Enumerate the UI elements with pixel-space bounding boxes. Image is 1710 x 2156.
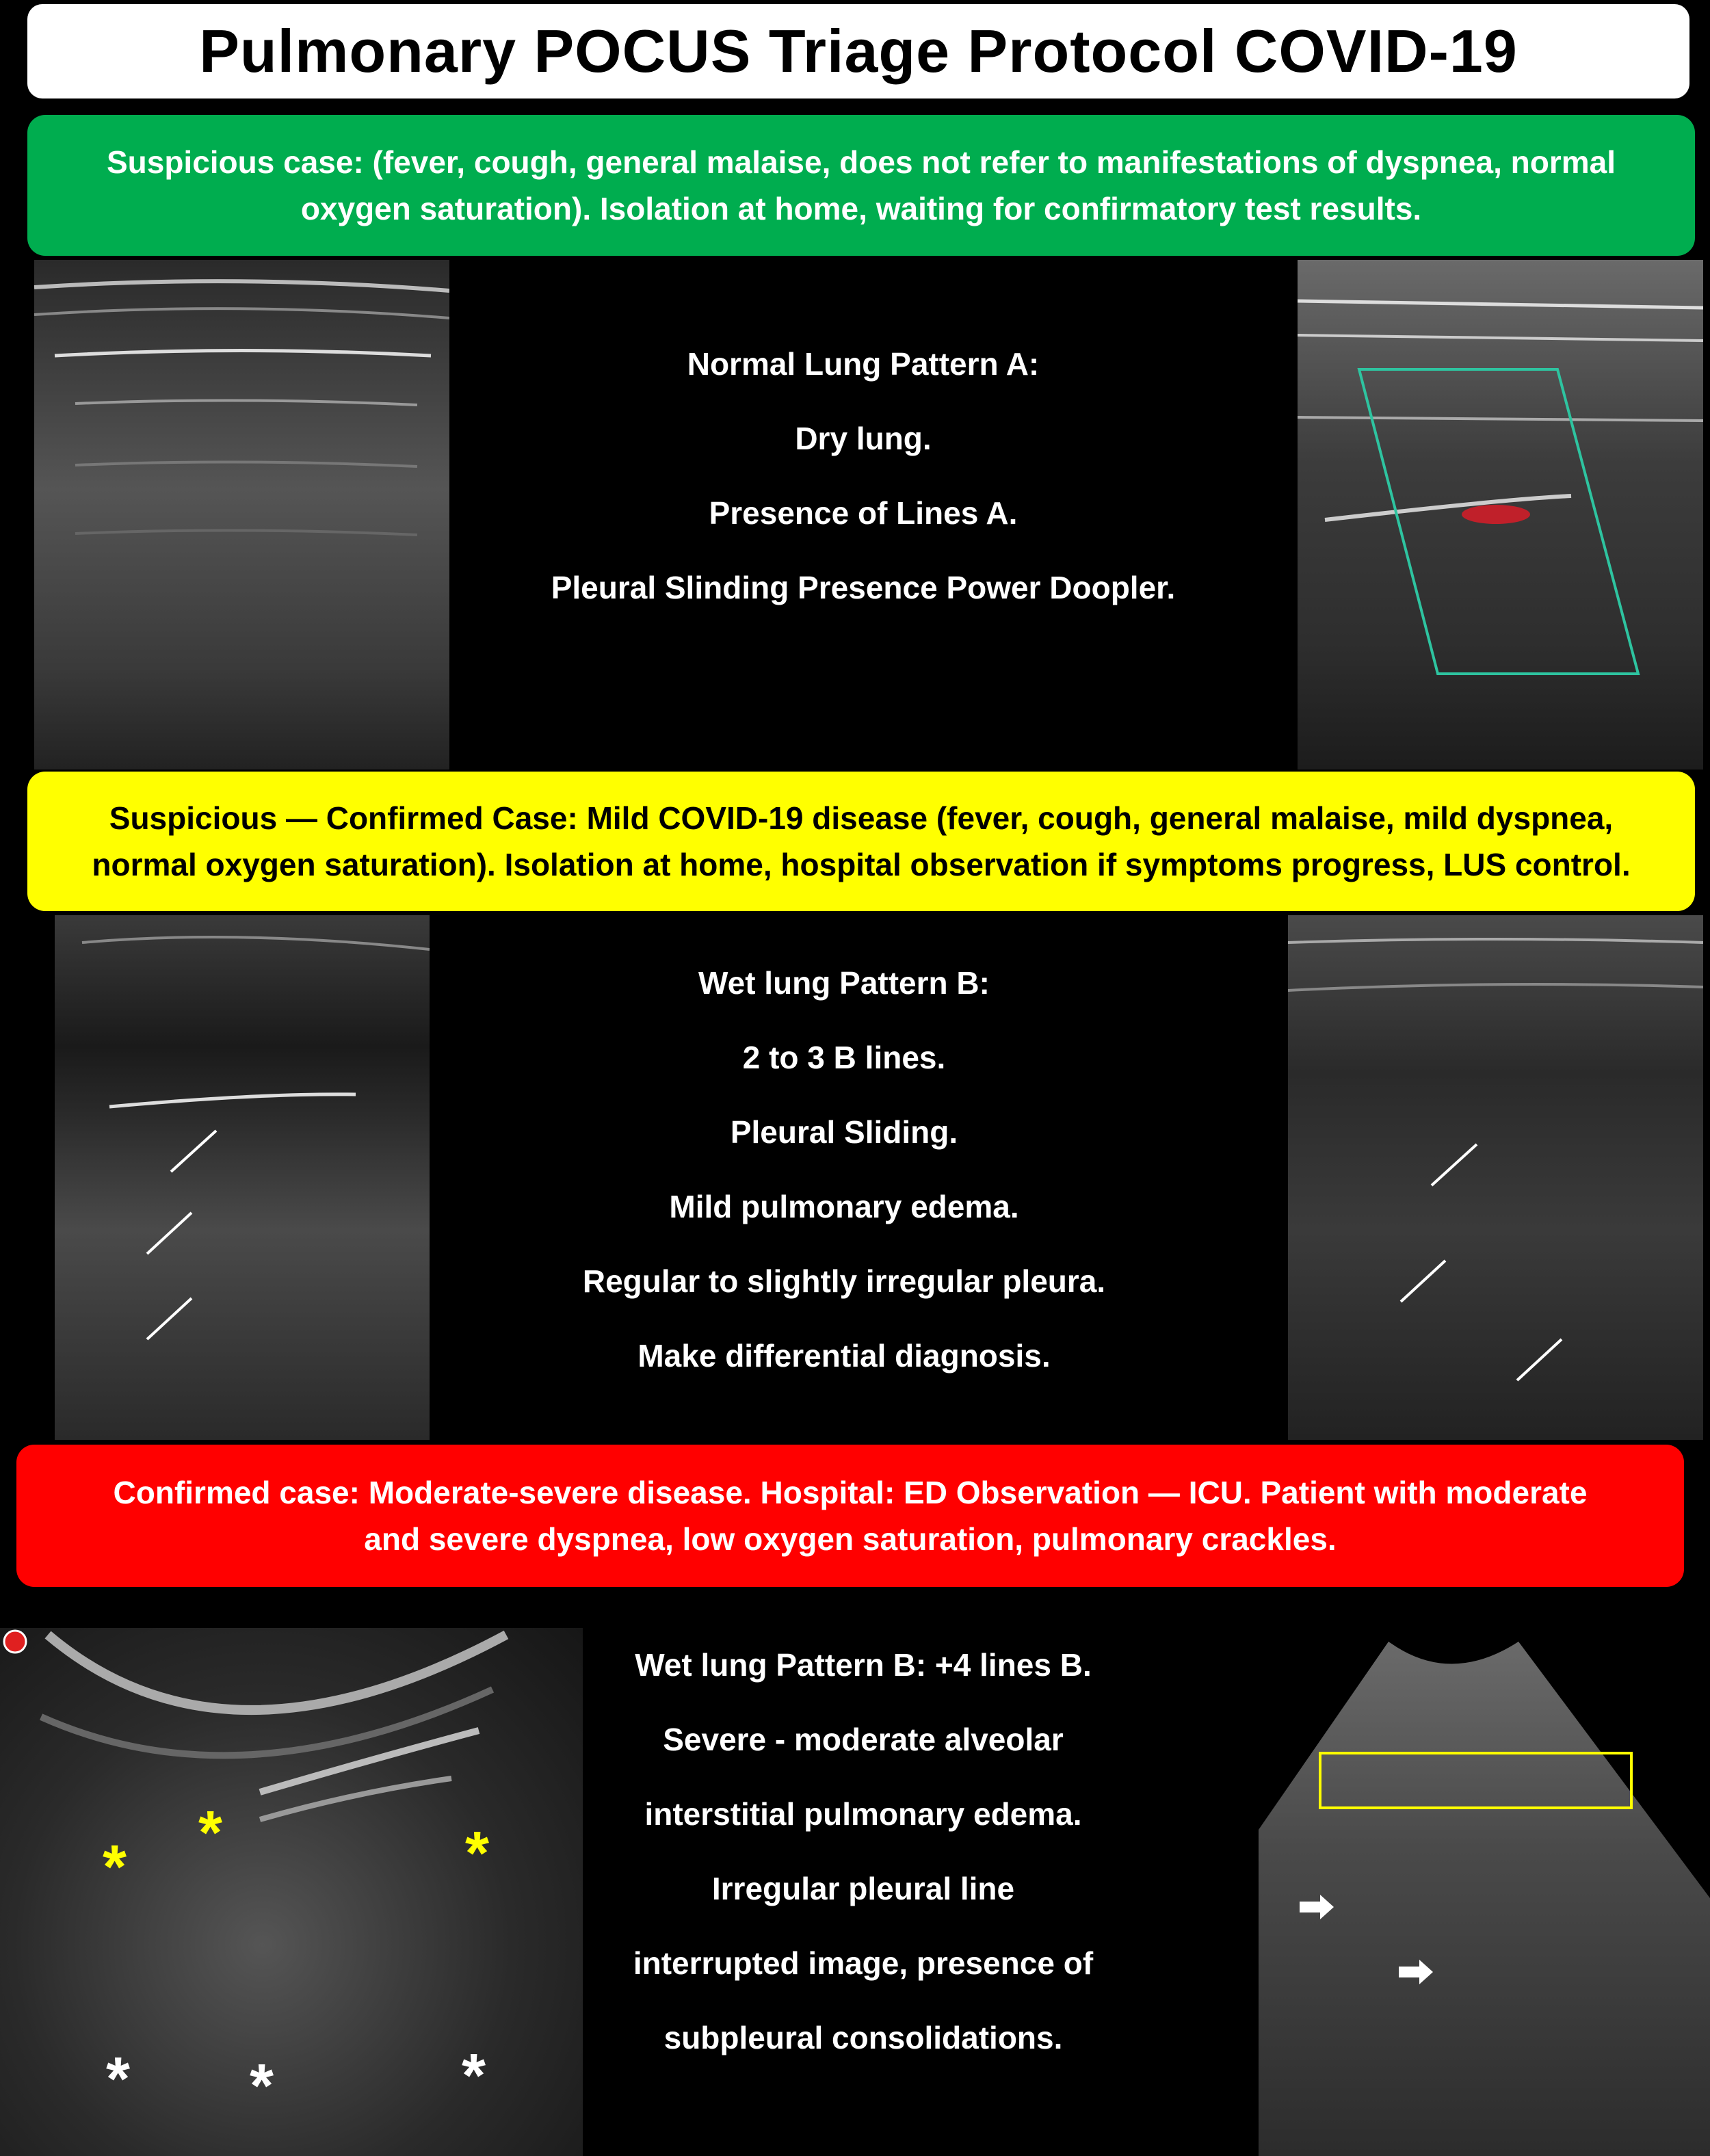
description-line: 2 to 3 B lines.: [742, 1040, 946, 1075]
description-line: Pleural Sliding.: [730, 1114, 958, 1150]
description-line: Wet lung Pattern B: +4 lines B.: [635, 1647, 1092, 1683]
title-box: Pulmonary POCUS Triage Protocol COVID-19: [27, 4, 1689, 98]
arrow-icon: [1399, 1143, 1563, 1382]
banner-line: normal oxygen saturation). Isolation at …: [92, 847, 1631, 882]
svg-text:*: *: [198, 1799, 222, 1867]
description-line: Make differential diagnosis.: [637, 1338, 1051, 1373]
banner-suspicious-case: Suspicious case: (fever, cough, general …: [27, 115, 1695, 256]
page-title: Pulmonary POCUS Triage Protocol COVID-19: [199, 17, 1518, 85]
ultrasound-image-power-doppler: [1298, 260, 1703, 770]
ultrasound-image-b-lines-left: [55, 915, 430, 1440]
description-line: Pleural Slinding Presence Power Doopler.: [551, 570, 1176, 605]
description-pattern-a: Normal Lung Pattern A: Dry lung. Presenc…: [449, 327, 1277, 625]
svg-text:*: *: [462, 2042, 486, 2110]
description-line: Severe - moderate alveolar: [663, 1722, 1064, 1757]
description-line: Wet lung Pattern B:: [698, 965, 990, 1001]
svg-text:*: *: [465, 1819, 489, 1888]
ultrasound-image-a-lines: [34, 260, 449, 770]
banner-line: Suspicious case: (fever, cough, general …: [106, 144, 1616, 180]
roi-box: [1319, 1752, 1633, 1809]
banner-line: oxygen saturation). Isolation at home, w…: [300, 191, 1422, 226]
asterisk-marker-icon: * * *: [103, 1799, 489, 1902]
description-line: Regular to slightly irregular pleura.: [582, 1263, 1106, 1299]
doppler-flow: [1462, 505, 1530, 524]
banner-line: Suspicious — Confirmed Case: Mild COVID-…: [109, 800, 1614, 836]
description-line: Mild pulmonary edema.: [669, 1189, 1019, 1224]
banner-mild-disease: Suspicious — Confirmed Case: Mild COVID-…: [27, 772, 1695, 911]
description-line: Irregular pleural line: [711, 1871, 1015, 1906]
description-line: interstitial pulmonary edema.: [644, 1796, 1082, 1832]
banner-confirmed-case: Confirmed case: Moderate-severe disease.…: [16, 1445, 1684, 1587]
ultrasound-image-b-lines-right: [1288, 915, 1703, 1440]
svg-text:*: *: [103, 1833, 127, 1902]
description-line: Dry lung.: [795, 421, 932, 456]
svg-text:*: *: [250, 2052, 274, 2120]
description-line: interrupted image, presence of: [633, 1945, 1094, 1981]
ultrasound-image-sector: [1259, 1625, 1710, 2156]
svg-text:*: *: [106, 2045, 130, 2114]
ultrasound-image-consolidation: * * * * * *: [0, 1628, 583, 2156]
description-line: subpleural consolidations.: [663, 2020, 1063, 2055]
description-line: Normal Lung Pattern A:: [687, 346, 1040, 382]
banner-line: Confirmed case: Moderate-severe disease.…: [113, 1475, 1588, 1510]
arrow-icon: [146, 1129, 218, 1341]
description-severe-pattern-b: Wet lung Pattern B: +4 lines B. Severe -…: [583, 1628, 1144, 2075]
logo-icon: [3, 1629, 27, 1654]
asterisk-marker-icon: * * *: [106, 2042, 486, 2120]
description-line: Presence of Lines A.: [709, 495, 1018, 531]
doppler-roi-box: [1357, 368, 1640, 675]
banner-line: and severe dyspnea, low oxygen saturatio…: [364, 1521, 1337, 1557]
description-pattern-b: Wet lung Pattern B: 2 to 3 B lines. Pleu…: [430, 946, 1259, 1393]
arrow-icon: [1300, 1895, 1433, 1984]
